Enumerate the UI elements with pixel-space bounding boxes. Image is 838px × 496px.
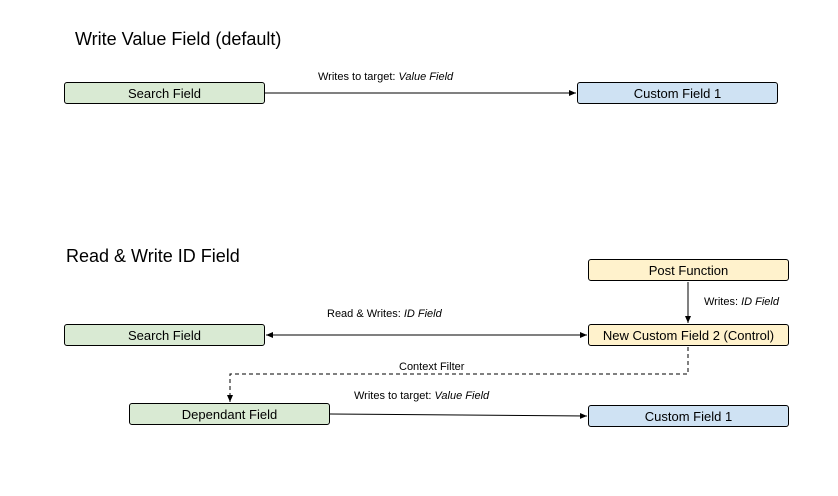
edge-label-writes-id: Writes: ID Field (704, 296, 779, 308)
edge-label-writes-to-target: Writes to target: Value Field (318, 71, 453, 83)
edge-label-italic: Value Field (434, 390, 490, 402)
custom-field-1-node-label: Custom Field 1 (633, 85, 722, 101)
custom-field-1-node-2-label: Custom Field 1 (644, 408, 733, 424)
edge-label-prefix: Writes to target: (318, 71, 399, 83)
edge-context-filter (227, 347, 689, 402)
edge-label-prefix: Writes: (704, 296, 742, 308)
section1-title: Write Value Field (default) (75, 29, 282, 49)
edge-label-prefix: Writes to target: (354, 390, 435, 402)
edge-label-prefix: Read & Writes: (327, 308, 404, 320)
edge-label-dependant-writes: Writes to target: Value Field (354, 390, 489, 402)
custom-field-1-node-2: Custom Field 1 (588, 405, 789, 427)
search-field-node-label: Search Field (128, 85, 201, 101)
section2-title: Read & Write ID Field (66, 246, 240, 266)
post-function-node: Post Function (588, 259, 789, 281)
post-function-node-label: Post Function (648, 262, 729, 278)
custom-field-1-node: Custom Field 1 (577, 82, 778, 104)
edge-label-context-filter: Context Filter (399, 361, 465, 373)
search-field-node: Search Field (64, 82, 265, 104)
control-field-node-label: New Custom Field 2 (Control) (602, 327, 775, 343)
edge-dependant-to-custom1 (329, 412, 588, 419)
search-field-node-2-label: Search Field (128, 327, 201, 343)
edge-label-italic: Value Field (398, 71, 454, 83)
dependant-field-node-label: Dependant Field (181, 406, 278, 422)
control-field-node: New Custom Field 2 (Control) (588, 324, 789, 346)
search-field-node-2: Search Field (64, 324, 265, 346)
edge-label-italic: ID Field (741, 296, 779, 308)
edge-label-read-writes: Read & Writes: ID Field (327, 308, 442, 320)
edge-label-italic: ID Field (403, 308, 442, 320)
dependant-field-node: Dependant Field (129, 403, 330, 425)
